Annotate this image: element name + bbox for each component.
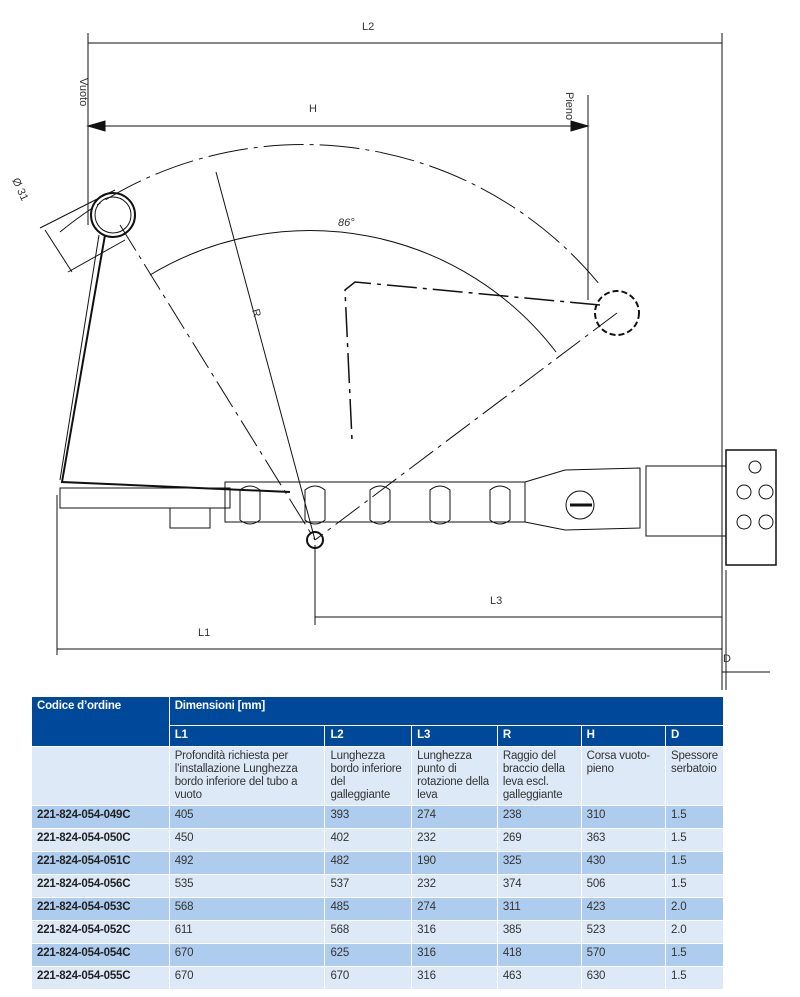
cell-r: 385 — [497, 920, 582, 944]
label-h: H — [309, 103, 317, 115]
order-code: 221-824-054-055C — [32, 966, 170, 990]
description-row: Profondità richiesta per l’installazione… — [32, 746, 724, 806]
cell-h: 310 — [581, 805, 667, 829]
desc-l3: Lunghezza punto di rotazione della leva — [411, 746, 498, 806]
switch-body — [59, 487, 231, 509]
label-r: R — [249, 308, 263, 319]
cell-d: 1.5 — [665, 805, 724, 829]
label-diameter: Ø 31 — [9, 176, 30, 203]
cell-l1: 670 — [169, 966, 326, 990]
cell-h: 423 — [581, 897, 667, 921]
header-l2: L2 — [324, 725, 413, 747]
cell-r: 418 — [497, 943, 582, 967]
technical-drawing: L2 H Vuoto Pieno Ø 31 86° R L3 L1 D — [9, 21, 777, 690]
cell-l1: 450 — [169, 828, 326, 852]
header-h: H — [581, 725, 667, 747]
float-full — [594, 290, 640, 336]
cell-r: 238 — [497, 805, 582, 829]
cell-d: 1.5 — [665, 874, 724, 898]
label-angle: 86° — [338, 217, 355, 229]
header-l1: L1 — [169, 725, 326, 747]
order-code: 221-824-054-053C — [32, 897, 170, 921]
radius-line — [215, 171, 316, 541]
header-l3: L3 — [411, 725, 498, 747]
cell-l2: 482 — [324, 851, 413, 875]
label-pieno: Pieno — [563, 92, 575, 120]
dimensions-table: Codice d’ordine Dimensioni [mm] L1 L2 L3… — [32, 697, 725, 990]
cell-h: 363 — [581, 828, 667, 852]
cell-l3: 274 — [411, 897, 498, 921]
cell-d: 2.0 — [665, 920, 724, 944]
order-code: 221-824-054-056C — [32, 874, 170, 898]
cell-d: 1.5 — [665, 851, 724, 875]
label-l3: L3 — [490, 595, 502, 607]
order-code: 221-824-054-049C — [32, 805, 170, 829]
cell-l3: 190 — [411, 851, 498, 875]
cell-d: 1.5 — [665, 966, 724, 990]
desc-r: Raggio del braccio della leva escl. gall… — [497, 746, 582, 806]
cell-l1: 568 — [169, 897, 326, 921]
cell-d: 2.0 — [665, 897, 724, 921]
header-code: Codice d’ordine — [32, 697, 170, 747]
header-d: D — [665, 725, 724, 747]
desc-l2: Lunghezza bordo inferiore del galleggian… — [324, 746, 413, 806]
cell-r: 311 — [497, 897, 582, 921]
cell-l1: 405 — [169, 805, 326, 829]
cell-l1: 492 — [169, 851, 326, 875]
angle-arc — [149, 230, 557, 353]
cell-l2: 485 — [324, 897, 413, 921]
cell-l1: 611 — [169, 920, 326, 944]
label-l2: L2 — [362, 21, 374, 33]
header-dimensions: Dimensioni [mm] — [169, 697, 725, 726]
cell-r: 463 — [497, 966, 582, 990]
cell-l3: 316 — [411, 920, 498, 944]
cell-h: 570 — [581, 943, 667, 967]
order-code: 221-824-054-054C — [32, 943, 170, 967]
cell-l1: 535 — [169, 874, 326, 898]
cell-l2: 670 — [324, 966, 413, 990]
desc-d: Spessore serbatoio — [665, 746, 724, 806]
float-travel-arc — [59, 144, 601, 286]
desc-l1: Profondità richiesta per l’installazione… — [169, 746, 326, 806]
cell-l3: 274 — [411, 805, 498, 829]
cell-l2: 402 — [324, 828, 413, 852]
order-code: 221-824-054-051C — [32, 851, 170, 875]
cell-d: 1.5 — [665, 828, 724, 852]
float-empty — [90, 192, 136, 238]
cell-l1: 670 — [169, 943, 326, 967]
order-code: 221-824-054-052C — [32, 920, 170, 944]
cell-l3: 232 — [411, 874, 498, 898]
desc-h: Corsa vuoto-pieno — [581, 746, 667, 806]
cell-l2: 393 — [324, 805, 413, 829]
label-vuoto: Vuoto — [77, 78, 89, 106]
cell-l2: 625 — [324, 943, 413, 967]
cell-h: 506 — [581, 874, 667, 898]
cell-l3: 316 — [411, 966, 498, 990]
cell-l2: 568 — [324, 920, 413, 944]
connector-head — [725, 449, 777, 566]
cell-l3: 316 — [411, 943, 498, 967]
cell-r: 325 — [497, 851, 582, 875]
cell-r: 374 — [497, 874, 582, 898]
header-r: R — [497, 725, 582, 747]
cell-h: 630 — [581, 966, 667, 990]
label-d: D — [723, 653, 731, 665]
label-l1: L1 — [198, 627, 210, 639]
lever-arm — [60, 234, 291, 493]
order-code: 221-824-054-050C — [32, 828, 170, 852]
cell-l3: 232 — [411, 828, 498, 852]
cell-r: 269 — [497, 828, 582, 852]
cell-h: 523 — [581, 920, 667, 944]
cell-l2: 537 — [324, 874, 413, 898]
cell-h: 430 — [581, 851, 667, 875]
cell-d: 1.5 — [665, 943, 724, 967]
